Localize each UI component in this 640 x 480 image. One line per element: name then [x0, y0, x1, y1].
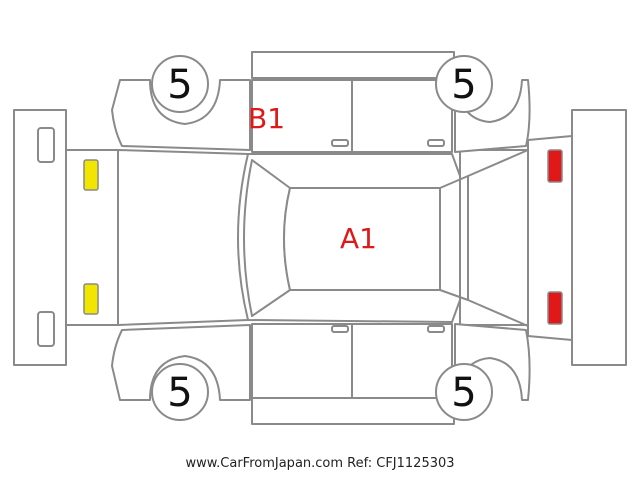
- tire-front-right: 5: [151, 363, 209, 421]
- front-lamp-upper: [83, 159, 99, 191]
- tire-rear-left: 5: [435, 55, 493, 113]
- damage-code-pillar: B1: [248, 102, 285, 135]
- tire-front-left-code: 5: [167, 62, 192, 108]
- tire-rear-left-code: 5: [451, 62, 476, 108]
- left-side-panels: [111, 51, 531, 153]
- front-lamp-lower: [83, 283, 99, 315]
- tire-front-right-code: 5: [167, 370, 192, 416]
- rear-bumper: [571, 109, 627, 366]
- tire-rear-right: 5: [435, 363, 493, 421]
- cabin: [237, 149, 529, 327]
- car-body: [65, 135, 573, 341]
- front-bumper: [13, 109, 67, 366]
- rear-lamp-upper: [547, 149, 563, 183]
- tire-front-left: 5: [151, 55, 209, 113]
- damage-code-roof: A1: [340, 222, 377, 255]
- watermark-text: www.CarFromJapan.com Ref: CFJ1125303: [185, 456, 455, 471]
- right-side-panels: [111, 323, 531, 425]
- tire-rear-right-code: 5: [451, 370, 476, 416]
- rear-lamp-lower: [547, 291, 563, 325]
